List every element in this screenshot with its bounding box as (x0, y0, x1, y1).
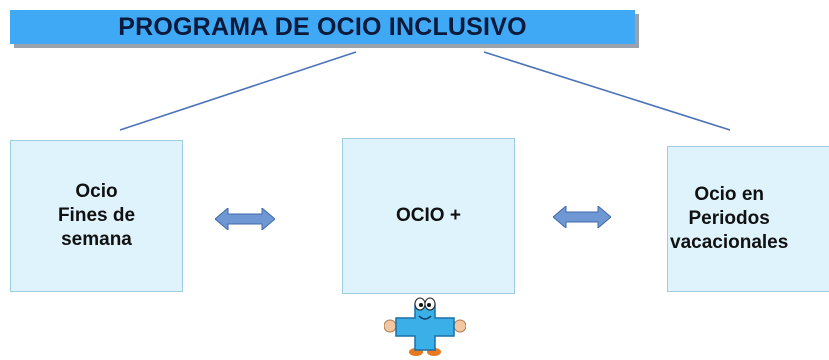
plus-mascot-icon (384, 297, 466, 356)
double-arrow-icon (553, 206, 611, 228)
page-title: PROGRAMA DE OCIO INCLUSIVO (118, 12, 527, 41)
connector-line-right (483, 51, 731, 131)
box-fines-de-semana: Ocio Fines de semana (10, 140, 183, 292)
double-arrow-icon (215, 208, 275, 230)
title-banner: PROGRAMA DE OCIO INCLUSIVO (10, 10, 635, 44)
box-periodos-vacacionales: Ocio en Periodos vacacionales (667, 146, 829, 292)
box-ocio-plus-label: OCIO + (396, 205, 461, 226)
connector-line-left (119, 51, 357, 131)
box-fines-de-semana-label: Ocio Fines de semana (57, 181, 136, 250)
box-periodos-vacacionales-label: Ocio en Periodos vacacionales (670, 184, 789, 253)
box-ocio-plus: OCIO + (342, 138, 515, 294)
